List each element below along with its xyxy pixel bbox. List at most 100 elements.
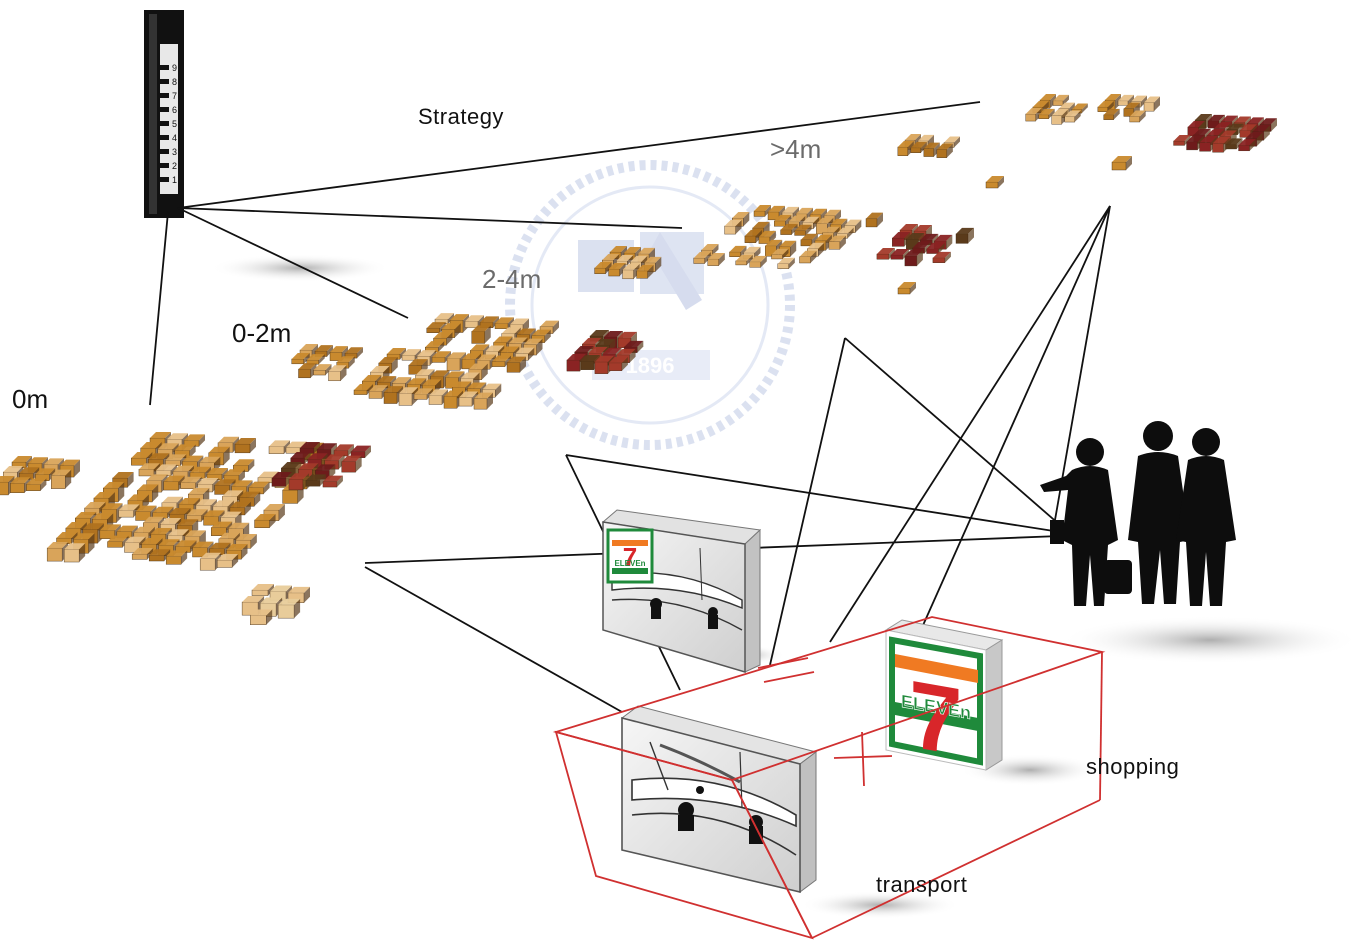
people-silhouette-icon xyxy=(1040,421,1236,606)
height-block xyxy=(753,204,771,217)
height-block xyxy=(254,514,276,528)
height-block xyxy=(341,455,362,473)
pole-tick-mark xyxy=(160,107,169,112)
connector-lines xyxy=(149,101,1111,713)
height-block xyxy=(1117,94,1134,106)
height-block xyxy=(51,469,72,489)
height-block xyxy=(1225,138,1243,150)
height-block xyxy=(936,143,953,158)
height-block xyxy=(251,584,274,596)
height-block xyxy=(277,598,301,619)
height-block xyxy=(1038,108,1055,119)
height-block xyxy=(749,255,767,268)
height-block xyxy=(897,282,916,295)
height-block xyxy=(794,224,812,236)
height-block xyxy=(19,467,40,480)
height-block xyxy=(189,466,211,479)
height-block xyxy=(249,609,273,625)
height-block xyxy=(1238,139,1256,152)
height-block xyxy=(234,438,256,454)
pole-tick-mark xyxy=(160,121,169,126)
height-block xyxy=(328,365,347,382)
height-block xyxy=(608,262,626,277)
height-block xyxy=(707,252,725,266)
height-block xyxy=(186,509,208,522)
height-block xyxy=(175,540,197,553)
height-block xyxy=(744,229,762,243)
height-block xyxy=(401,349,421,361)
height-block xyxy=(1097,101,1114,112)
height-block xyxy=(828,235,846,250)
height-block xyxy=(729,245,747,257)
pole-tick-label: 6 xyxy=(172,105,177,115)
height-block xyxy=(774,214,792,227)
height-block xyxy=(479,316,499,328)
program-box-outline xyxy=(552,616,1106,940)
height-block xyxy=(724,220,742,235)
height-block xyxy=(1143,96,1160,112)
height-block xyxy=(876,248,895,260)
logo-small-word: ELEVEn xyxy=(614,559,645,568)
pole-tick-label: 1 xyxy=(172,175,177,185)
height-block xyxy=(148,549,171,562)
height-block xyxy=(305,474,326,487)
height-block xyxy=(183,434,205,447)
height-block xyxy=(506,356,526,373)
pole-tick-mark xyxy=(160,177,169,182)
height-block xyxy=(467,382,487,395)
height-block xyxy=(413,388,433,400)
height-block xyxy=(926,242,945,254)
height-block xyxy=(131,548,154,560)
height-block xyxy=(398,387,418,406)
height-block xyxy=(1129,110,1146,123)
height-block xyxy=(608,356,628,371)
height-block xyxy=(138,463,160,477)
height-block xyxy=(116,525,138,539)
height-block xyxy=(594,262,612,274)
height-block xyxy=(1064,110,1081,123)
height-block xyxy=(377,376,397,389)
height-block xyxy=(336,356,355,369)
height-block xyxy=(985,176,1004,189)
height-block xyxy=(1111,156,1132,171)
height-block xyxy=(431,351,451,363)
height-block xyxy=(425,341,445,353)
height-block xyxy=(494,317,514,329)
height-block xyxy=(890,248,909,260)
shopping-label: shopping xyxy=(1086,754,1180,779)
height-block xyxy=(777,257,795,269)
height-block xyxy=(473,392,493,410)
height-block xyxy=(780,223,798,235)
height-block xyxy=(693,252,711,264)
pole-tick-label: 5 xyxy=(172,119,177,129)
height-block xyxy=(491,355,511,367)
height-block xyxy=(216,554,239,568)
pole-tick-label: 9 xyxy=(172,63,177,73)
height-block xyxy=(446,352,466,371)
height-block xyxy=(1173,135,1191,146)
height-block xyxy=(229,501,251,516)
height-block xyxy=(299,442,320,454)
height-block xyxy=(35,468,56,481)
height-block xyxy=(500,346,520,359)
pole-tick-label: 3 xyxy=(172,147,177,157)
height-block xyxy=(206,468,228,481)
height-block xyxy=(107,535,129,548)
transit-screen-large xyxy=(620,705,818,894)
height-block xyxy=(1025,108,1042,122)
pole-tick-label: 7 xyxy=(172,91,177,101)
height-block xyxy=(165,454,187,466)
height-block xyxy=(11,456,32,469)
height-block xyxy=(298,463,319,477)
height-block xyxy=(165,550,188,565)
seven-eleven-logo-icon: 7 ELEVEn xyxy=(884,619,1004,777)
pole-tick-label: 2 xyxy=(172,161,177,171)
pole-tick-mark xyxy=(160,93,169,98)
height-block xyxy=(353,384,373,395)
pole-tick-mark xyxy=(160,79,169,84)
height-block xyxy=(269,585,292,601)
height-block xyxy=(306,354,325,365)
seven-eleven-logo-small: 7 ELEVEn xyxy=(606,528,654,584)
height-block xyxy=(233,459,255,472)
